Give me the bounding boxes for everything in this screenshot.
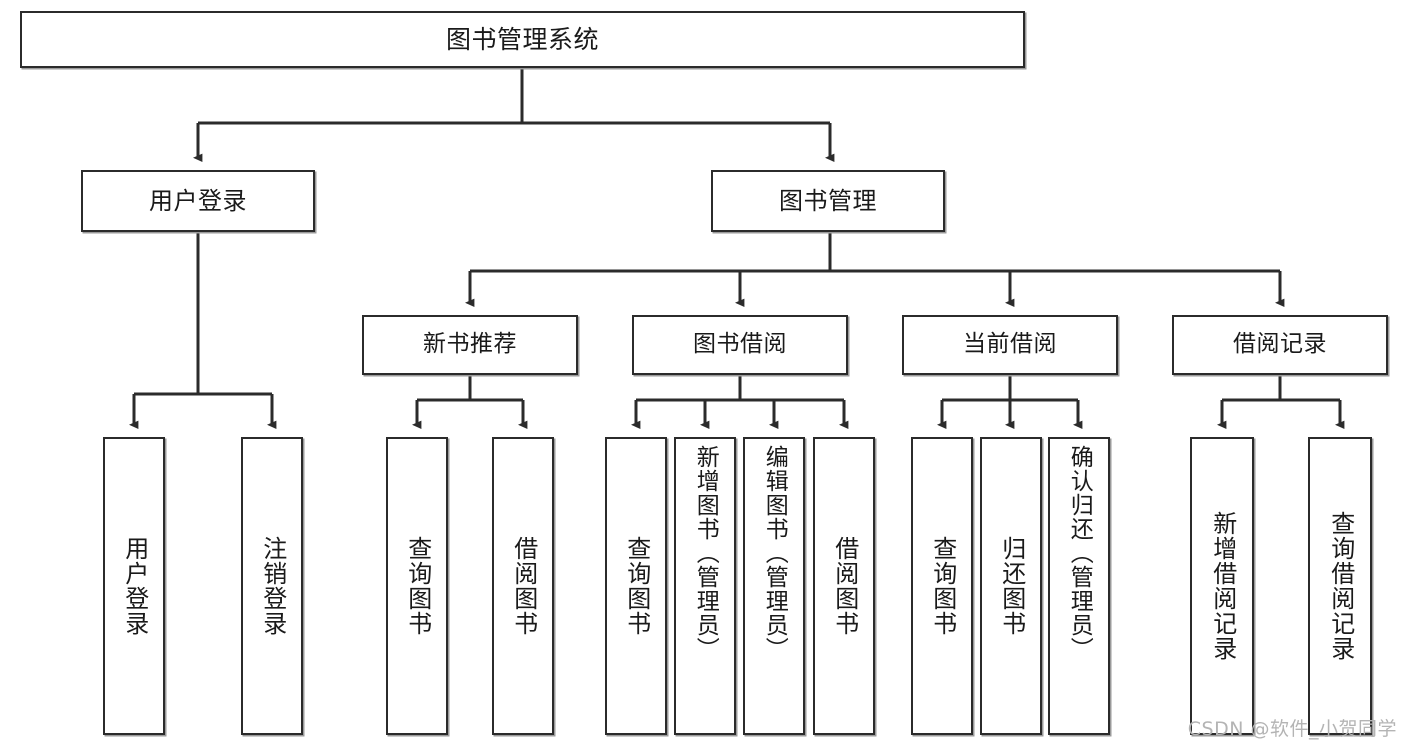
node-label: 查询图书 xyxy=(928,536,957,636)
node-label: 借阅图书 xyxy=(509,536,538,636)
node-root-system[interactable]: 图书管理系统 xyxy=(20,11,1025,68)
node-label: 新书推荐 xyxy=(423,331,517,358)
leaf-user-login-logout[interactable]: 注销登录 xyxy=(241,437,303,735)
node-label: 图书借阅 xyxy=(693,331,787,358)
leaf-record-query-record[interactable]: 查询借阅记录 xyxy=(1308,437,1372,735)
leaf-current-return-book[interactable]: 归还图书 xyxy=(980,437,1042,735)
node-label: 借阅记录 xyxy=(1233,331,1327,358)
leaf-user-login-login[interactable]: 用户登录 xyxy=(103,437,165,735)
leaf-borrow-edit-book-admin[interactable]: 编辑图书（管理员） xyxy=(743,437,805,735)
leaf-recommend-query-book[interactable]: 查询图书 xyxy=(386,437,448,735)
leaf-record-add-record[interactable]: 新增借阅记录 xyxy=(1190,437,1254,735)
node-label: 注销登录 xyxy=(258,536,287,636)
node-label: 图书管理系统 xyxy=(445,24,599,54)
node-book-management[interactable]: 图书管理 xyxy=(711,170,945,232)
node-label: 用户登录 xyxy=(120,536,149,636)
csdn-watermark: CSDN @软件_小贺同学 xyxy=(1187,718,1397,740)
node-label: 查询借阅记录 xyxy=(1326,511,1355,661)
node-label: 图书管理 xyxy=(779,186,877,215)
node-new-book-recommend[interactable]: 新书推荐 xyxy=(362,315,578,375)
node-label: 归还图书 xyxy=(997,536,1026,636)
node-user-login[interactable]: 用户登录 xyxy=(81,170,315,232)
leaf-borrow-query-book[interactable]: 查询图书 xyxy=(605,437,667,735)
node-label: 查询图书 xyxy=(622,536,651,636)
node-label: 确认归还（管理员） xyxy=(1066,445,1093,661)
node-borrow-record[interactable]: 借阅记录 xyxy=(1172,315,1388,375)
node-label: 新增借阅记录 xyxy=(1208,511,1237,661)
leaf-current-query-book[interactable]: 查询图书 xyxy=(911,437,973,735)
node-label: 新增图书（管理员） xyxy=(692,445,719,661)
leaf-recommend-borrow-book[interactable]: 借阅图书 xyxy=(492,437,554,735)
node-label: 借阅图书 xyxy=(830,536,859,636)
leaf-borrow-add-book-admin[interactable]: 新增图书（管理员） xyxy=(674,437,736,735)
leaf-borrow-borrow-book[interactable]: 借阅图书 xyxy=(813,437,875,735)
node-label: 编辑图书（管理员） xyxy=(761,445,788,661)
node-current-borrow[interactable]: 当前借阅 xyxy=(902,315,1118,375)
node-label: 当前借阅 xyxy=(963,331,1057,358)
node-label: 查询图书 xyxy=(403,536,432,636)
node-label: 用户登录 xyxy=(149,186,247,215)
node-book-borrow[interactable]: 图书借阅 xyxy=(632,315,848,375)
leaf-current-confirm-return-admin[interactable]: 确认归还（管理员） xyxy=(1048,437,1110,735)
